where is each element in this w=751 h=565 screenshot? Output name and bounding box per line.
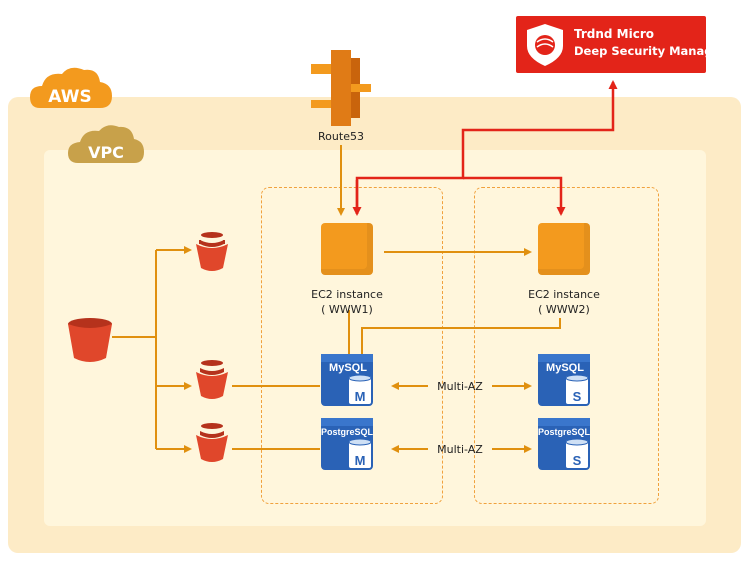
s3-backbone-connectors: [112, 246, 320, 453]
trend-micro-title: Trdnd Micro: [574, 27, 655, 41]
ec2-www1-label: EC2 instance: [311, 288, 383, 301]
postgresql-slave-icon: [538, 418, 590, 470]
s3-bucket-icon-1: [196, 232, 228, 271]
postgresql-slave-label: PostgreSQL: [538, 427, 591, 437]
mysql-master-label: MySQL: [329, 362, 367, 374]
ec2-www1-sublabel: ( WWW1): [321, 303, 373, 316]
availability-zone-2: [474, 187, 659, 504]
mysql-slave-icon: [538, 354, 590, 406]
postgresql-master-label: PostgreSQL: [321, 427, 374, 437]
trend-micro-subtitle: Deep Security Manager: [574, 44, 726, 58]
multi-az-label-2: Multi-AZ: [437, 443, 483, 456]
mysql-master-icon: [321, 354, 373, 406]
ec2-www2-label: EC2 instance: [528, 288, 600, 301]
aws-label: AWS: [48, 87, 91, 107]
availability-zone-1: [261, 187, 443, 504]
postgresql-slave-letter: S: [573, 453, 582, 468]
ec2-instance-www1-icon: [321, 223, 373, 275]
ec2-to-database-connectors: [348, 310, 561, 356]
route53-label: Route53: [318, 130, 364, 143]
postgresql-master-icon: [321, 418, 373, 470]
ec2-instance-www2-icon: [538, 223, 590, 275]
mysql-slave-label: MySQL: [546, 362, 584, 374]
trend-micro-connector: [352, 80, 618, 216]
s3-bucket-icon-2: [196, 360, 228, 399]
mysql-slave-letter: S: [573, 389, 582, 404]
route53-icon: [311, 50, 371, 126]
vpc-cloud-icon: [68, 125, 144, 163]
s3-bucket-icon: [68, 318, 112, 362]
postgresql-master-letter: M: [355, 453, 366, 468]
s3-bucket-icon-3: [196, 423, 228, 462]
multi-az-label-1: Multi-AZ: [437, 380, 483, 393]
mysql-master-letter: M: [355, 389, 366, 404]
ec2-www2-sublabel: ( WWW2): [538, 303, 590, 316]
vpc-label: VPC: [88, 143, 124, 162]
aws-cloud-icon: [30, 67, 112, 108]
